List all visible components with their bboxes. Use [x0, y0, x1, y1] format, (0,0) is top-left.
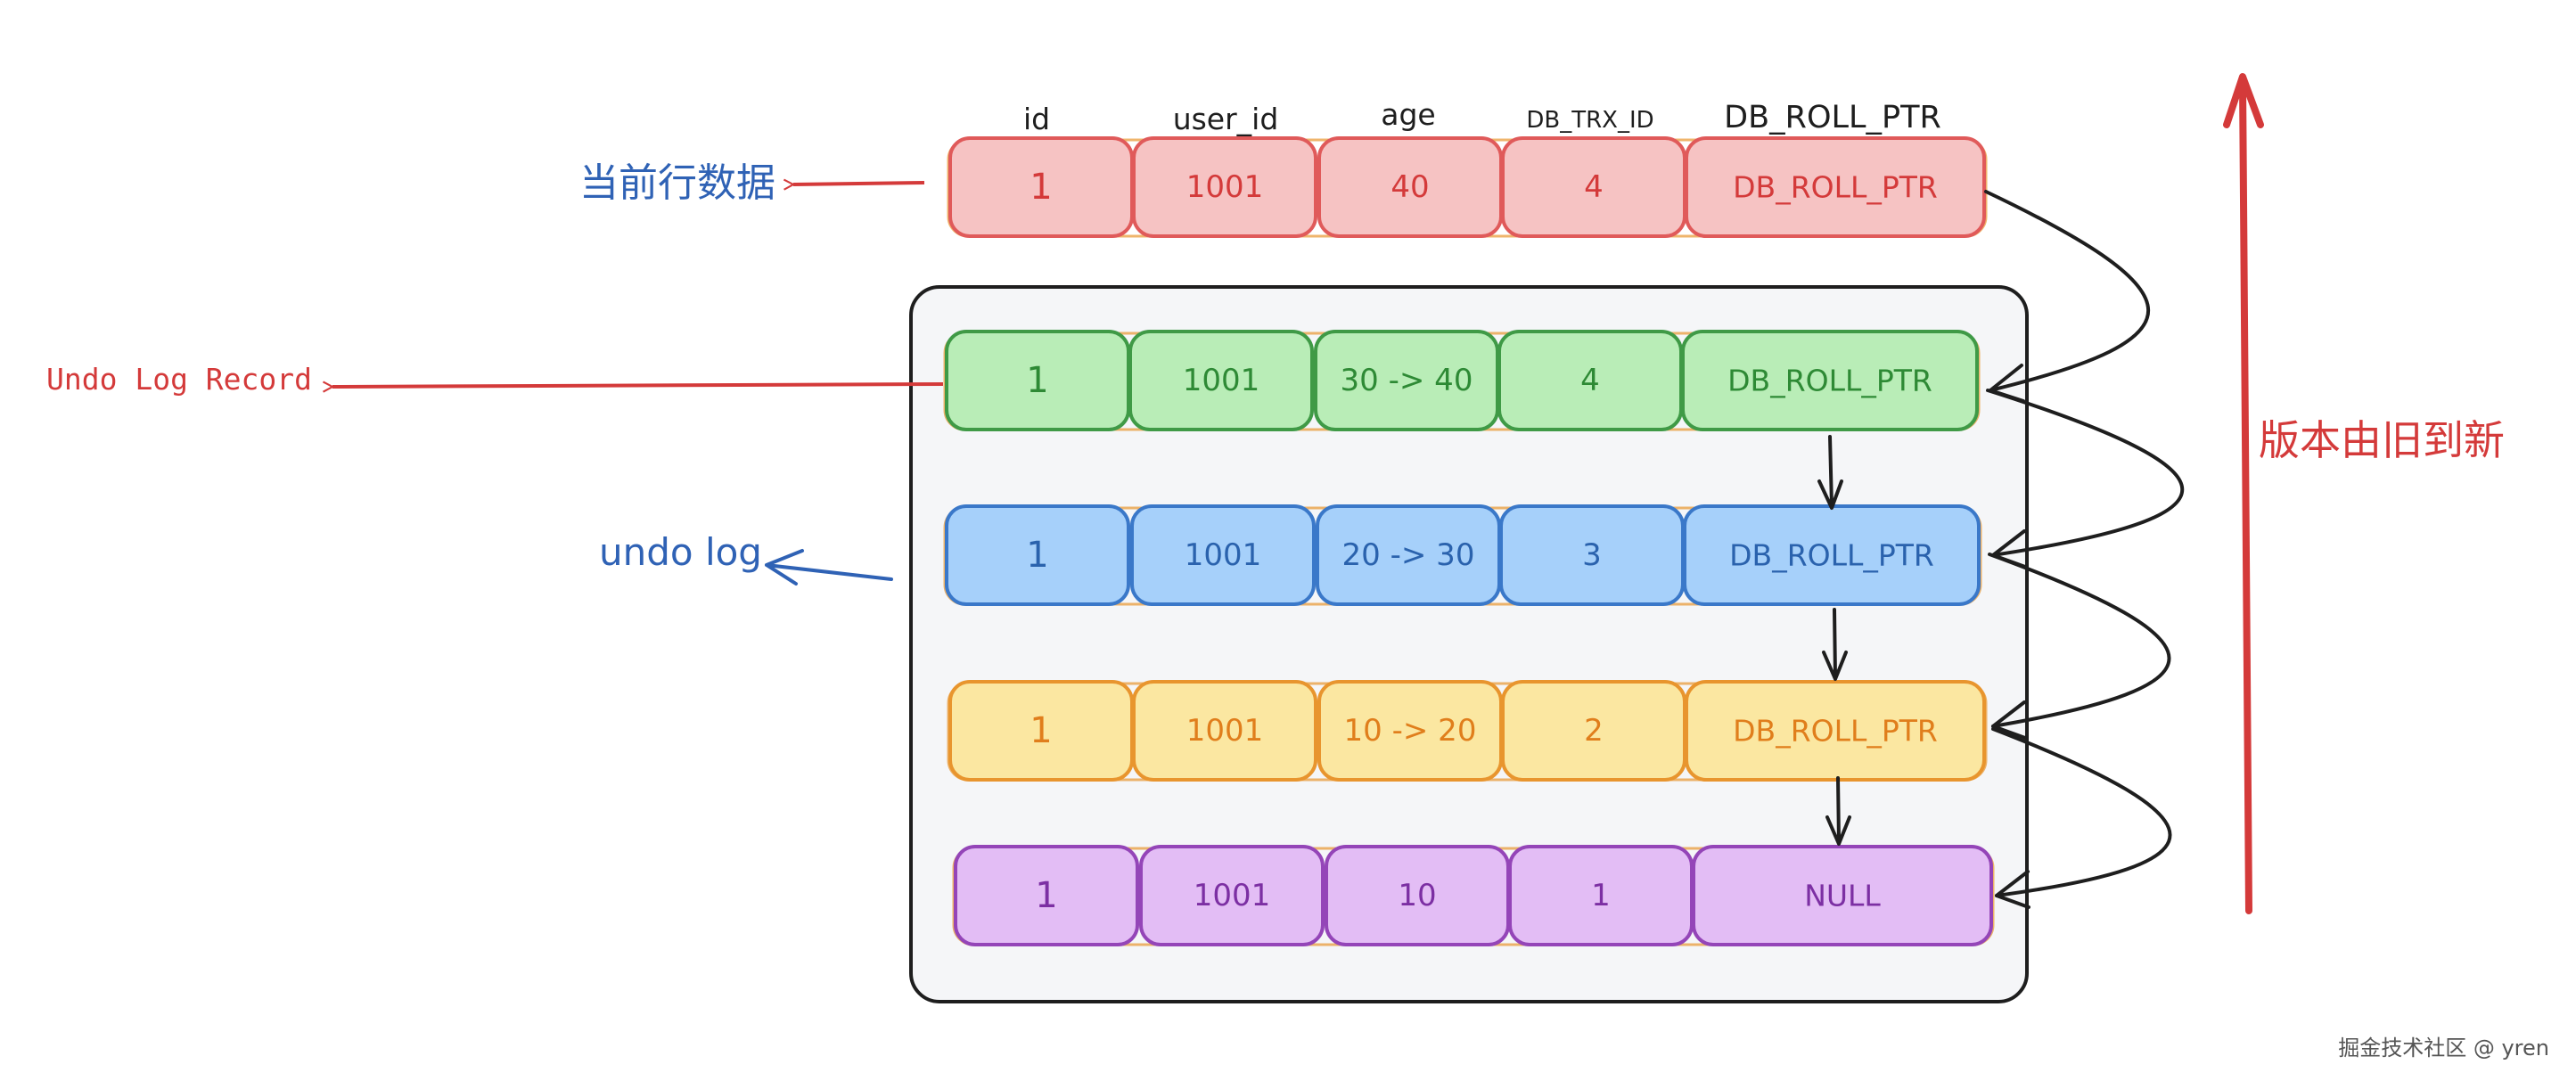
curve-arrow-3	[1988, 553, 2171, 728]
undo-record-4: 1 1001 10 1 NULL	[952, 845, 1995, 946]
roll-ptr-curved-arrows	[1984, 190, 2185, 909]
table-cell	[945, 504, 1130, 606]
undo-log-arrow	[765, 549, 893, 585]
curve-arrow-4-head	[1995, 870, 2030, 909]
table-cell	[1139, 845, 1325, 946]
cell-value: 4	[1580, 363, 1600, 398]
curve-arrow-1	[1984, 190, 2151, 392]
header-id: id	[1023, 102, 1050, 136]
cell-value: 40	[1391, 169, 1429, 205]
cell-value: 1	[1026, 360, 1048, 401]
table-cell	[1128, 330, 1314, 431]
chain-arrow-3	[1825, 776, 1851, 846]
header-user-id: user_id	[1173, 102, 1279, 136]
cell-value: 1001	[1186, 169, 1264, 205]
chain-arrow-2	[1822, 608, 1848, 681]
cell-value: 20 -> 30	[1342, 537, 1475, 573]
cell-value: DB_ROLL_PTR	[1733, 714, 1938, 749]
undo-record-label: Undo Log Record	[46, 362, 312, 397]
cell-value: 2	[1584, 713, 1604, 749]
cell-value: 1001	[1194, 878, 1271, 913]
cell-value: 1	[1030, 710, 1052, 751]
table-cell	[1692, 845, 1993, 946]
version-order-arrow	[2223, 73, 2264, 914]
table-cell	[954, 845, 1139, 946]
cell-value: 4	[1584, 169, 1604, 205]
header-db-trx-id: DB_TRX_ID	[1526, 107, 1653, 134]
undo-record-2: 1 1001 20 -> 30 3 DB_ROLL_PTR	[943, 504, 1982, 606]
cell-value: 1001	[1185, 537, 1262, 573]
table-cell	[1685, 680, 1986, 782]
curve-arrow-2	[1986, 389, 2185, 557]
version-order-label: 版本由旧到新	[2259, 416, 2505, 464]
curve-arrow-4	[1991, 727, 2172, 897]
current-row-arrow	[793, 183, 925, 184]
cell-value: NULL	[1804, 879, 1881, 913]
undo-record-arrow	[332, 384, 944, 387]
table-cell	[1132, 136, 1317, 238]
undo-log-panel	[909, 285, 2029, 1003]
curve-arrow-3-head	[1991, 700, 2027, 740]
cell-value: 1	[1591, 878, 1611, 913]
header-age: age	[1381, 97, 1435, 132]
cell-value: 1	[1035, 875, 1057, 916]
cell-value: DB_ROLL_PTR	[1727, 364, 1932, 398]
current-row: 1 1001 40 4 DB_ROLL_PTR	[947, 136, 1988, 238]
undo-record-1: 1 1001 30 -> 40 4 DB_ROLL_PTR	[943, 330, 1981, 431]
roll-ptr-chain-arrows	[1817, 435, 1851, 846]
undo-record-3: 1 1001 10 -> 20 2 DB_ROLL_PTR	[947, 680, 1988, 782]
watermark: 掘金技术社区 @ yren	[2338, 1036, 2549, 1060]
cell-value: 1001	[1186, 713, 1264, 749]
undo-log-label: undo log	[599, 530, 762, 574]
cell-value: DB_ROLL_PTR	[1729, 538, 1934, 573]
current-row-label: 当前行数据	[579, 160, 775, 206]
header-db-roll-ptr: DB_ROLL_PTR	[1724, 100, 1941, 135]
table-cell	[1132, 680, 1317, 782]
cell-value: 10	[1398, 878, 1436, 913]
table-cell	[1130, 504, 1316, 606]
cell-value: 3	[1582, 537, 1602, 573]
table-cell	[1685, 136, 1986, 238]
cell-value: 1	[1030, 167, 1052, 208]
cell-value: 30 -> 40	[1341, 363, 1473, 398]
cell-value: 1001	[1183, 363, 1260, 398]
chain-arrow-1	[1817, 435, 1843, 510]
cell-value: 1	[1026, 535, 1048, 576]
cell-value: DB_ROLL_PTR	[1733, 170, 1938, 205]
cell-value: 10 -> 20	[1344, 713, 1477, 749]
table-cell	[1681, 330, 1979, 431]
